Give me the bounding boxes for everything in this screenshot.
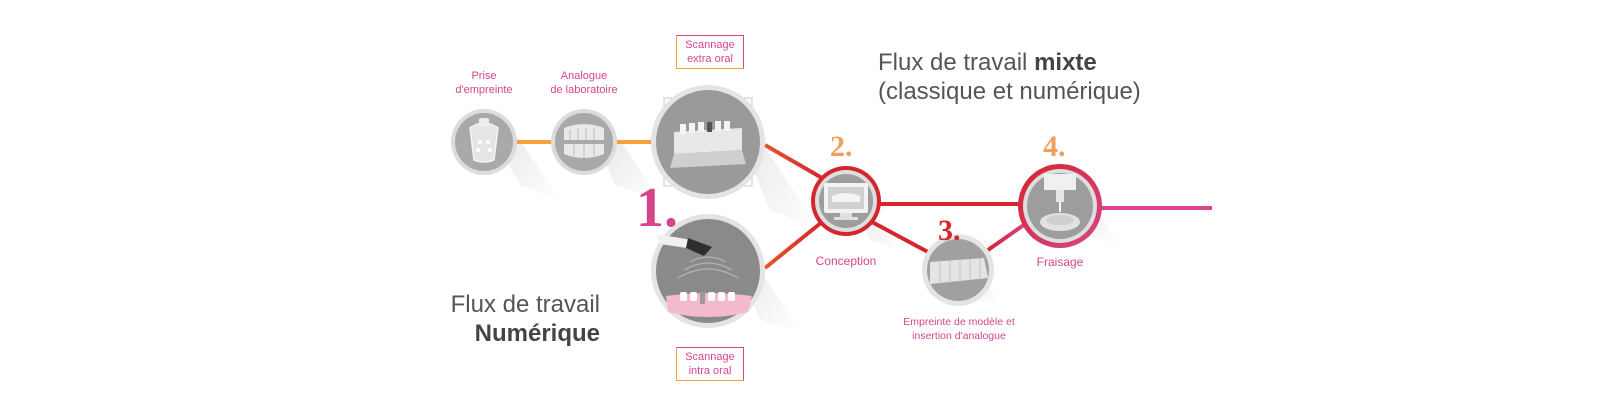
conception-label: Conception <box>815 254 877 268</box>
scanner-frame-icon <box>663 97 753 187</box>
step-number-3: 3. <box>938 214 961 247</box>
mixed-workflow-title: Flux de travail mixte (classique et numé… <box>878 48 1141 106</box>
analogue-line2: de laboratoire <box>550 84 618 96</box>
scan-extra-label: Scannage extra oral <box>676 35 744 69</box>
empreinte-modele-label: Empreinte de modèle et insertion d'analo… <box>884 315 1034 343</box>
scan-intra-node <box>651 214 765 328</box>
digital-workflow-title: Flux de travail Numérique <box>420 290 600 348</box>
prise-line1: Prise <box>471 70 497 82</box>
link-intra-conception <box>763 220 824 270</box>
workflow-lines <box>365 140 1212 273</box>
impression-tray-icon <box>469 118 499 163</box>
analogue-line1: Analogue <box>560 70 608 82</box>
mixed-title-regular: Flux de travail <box>878 49 1035 76</box>
link-conception-empreinte <box>871 220 929 254</box>
empreinte-line2: insertion d'analogue <box>912 330 1006 342</box>
analogue-label: Analogue de laboratoire <box>536 69 632 97</box>
conception-node <box>811 166 881 236</box>
step-number-2: 2. <box>830 130 853 163</box>
dental-cast-icon <box>564 124 604 158</box>
scan-intra-label: Scannage intra oral <box>676 347 744 381</box>
link-extra-conception <box>763 143 824 180</box>
computer-monitor-icon <box>824 183 868 220</box>
scan-intra-line1: Scannage <box>685 351 735 363</box>
empreinte-line1: Empreinte de modèle et <box>903 316 1015 328</box>
empreinte-modele-node <box>922 234 994 306</box>
digital-title-bold: Numérique <box>474 320 600 347</box>
prise-line2: d'empreinte <box>455 84 513 96</box>
mixed-title-line1: Flux de travail mixte <box>878 48 1141 77</box>
digital-title-line1: Flux de travail <box>450 291 600 318</box>
step-numbers: 1. 2. 3. 4. <box>636 130 1066 247</box>
step-number-1: 1. <box>636 177 678 239</box>
milling-machine-icon <box>1040 174 1080 231</box>
model-print-icon <box>930 258 988 284</box>
mixed-title-bold: mixte <box>1034 49 1097 76</box>
prise-empreinte-label: Prise d'empreinte <box>444 69 524 97</box>
intraoral-scanner-icon <box>656 234 752 317</box>
scan-extra-node <box>651 85 765 199</box>
prise-empreinte-node <box>451 109 517 175</box>
step-number-4: 4. <box>1043 130 1066 163</box>
scan-extra-line2: extra oral <box>687 53 733 65</box>
fraisage-label: Fraisage <box>1036 255 1084 269</box>
scan-intra-line2: intra oral <box>688 365 732 377</box>
mixed-title-line2: (classique et numérique) <box>878 78 1141 105</box>
analogue-node <box>551 109 617 175</box>
fraisage-node <box>1018 164 1102 248</box>
digital-title-line2: Numérique <box>420 319 600 348</box>
scan-extra-line1: Scannage <box>685 39 735 51</box>
link-empreinte-fraisage <box>986 220 1030 252</box>
